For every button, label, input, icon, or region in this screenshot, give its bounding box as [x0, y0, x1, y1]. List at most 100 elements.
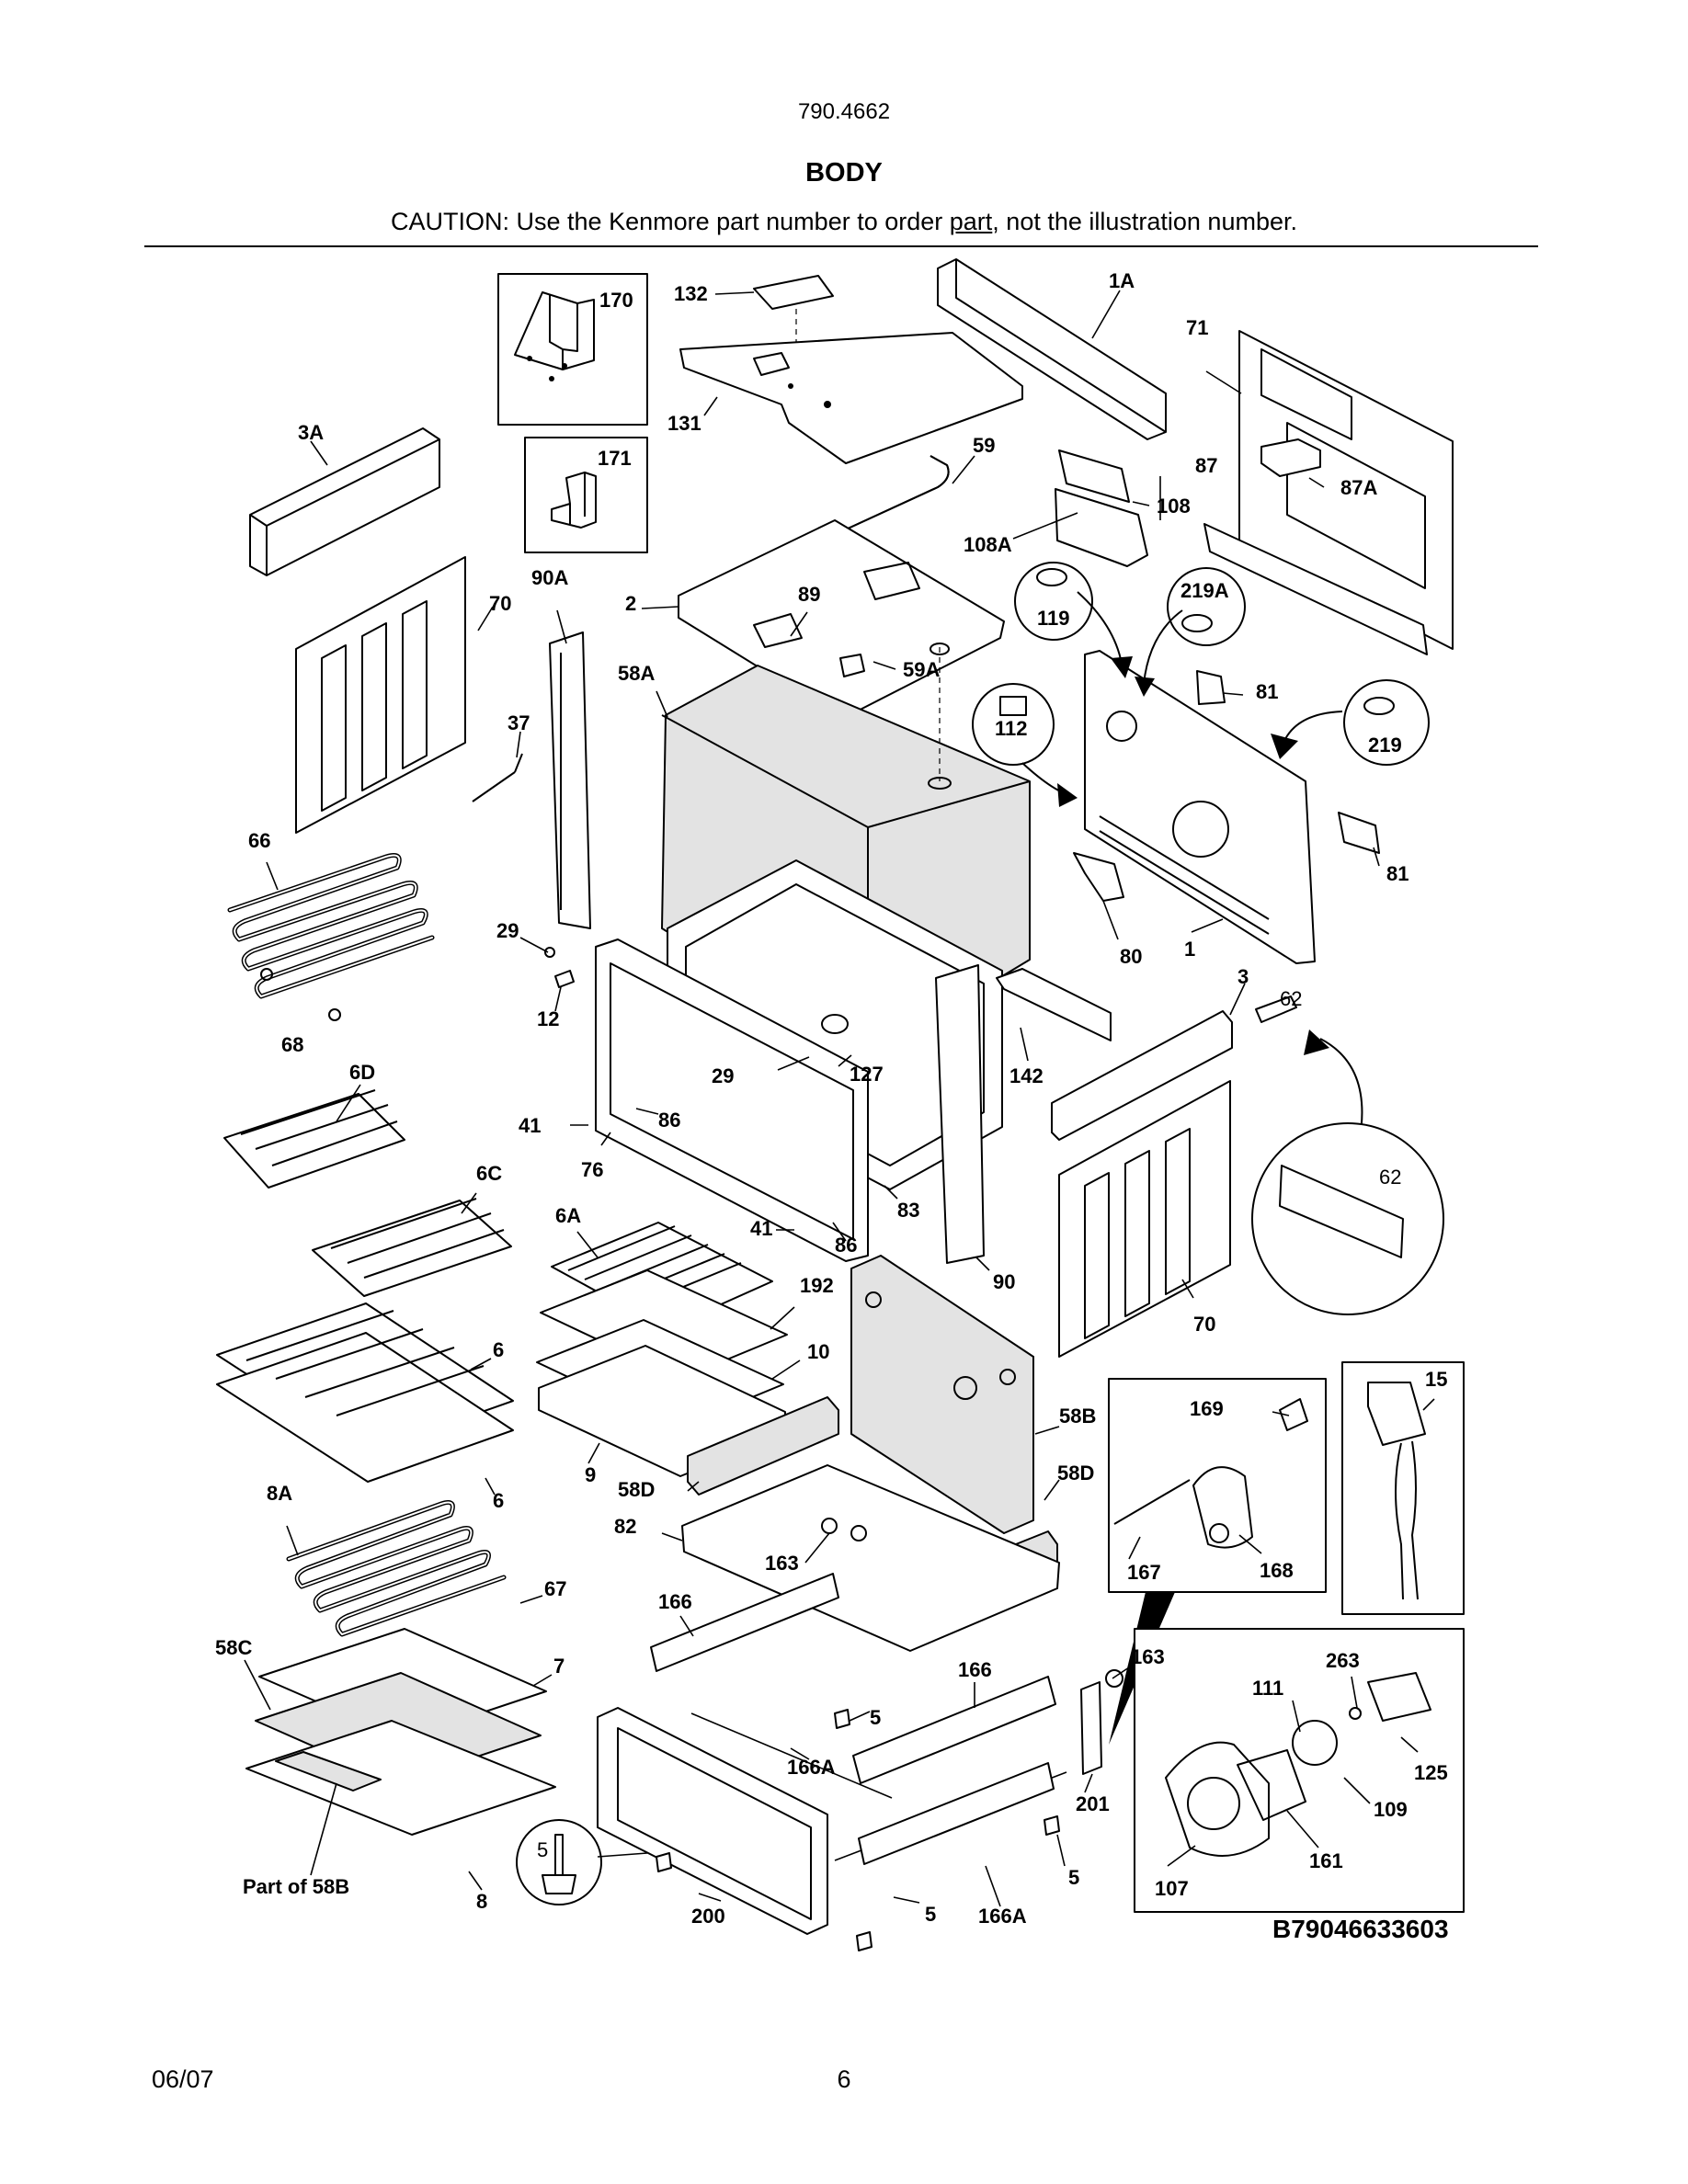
part-2-top-plate — [678, 519, 1005, 720]
label-70-upper: 70 — [489, 592, 511, 615]
part-3-bracket — [1051, 1010, 1233, 1141]
diagram-code: B79046633603 — [1272, 1915, 1449, 1943]
label-125: 125 — [1414, 1761, 1448, 1784]
label-170: 170 — [599, 289, 633, 312]
label-3A: 3A — [298, 421, 324, 444]
part-58B-insulation — [850, 1255, 1034, 1534]
label-81-upper: 81 — [1256, 680, 1278, 703]
label-6D: 6D — [349, 1061, 375, 1084]
part-1A-bracket — [937, 258, 1167, 440]
label-86-upper: 86 — [658, 1109, 680, 1132]
label-5-callout: 5 — [537, 1838, 548, 1861]
label-41-lower: 41 — [750, 1217, 772, 1240]
label-201: 201 — [1076, 1792, 1110, 1815]
label-80: 80 — [1120, 945, 1142, 968]
label-111: 111 — [1252, 1677, 1283, 1700]
label-71: 71 — [1186, 316, 1208, 339]
label-12: 12 — [537, 1007, 559, 1030]
part-201-bracket — [1080, 1681, 1102, 1775]
label-10: 10 — [807, 1340, 829, 1363]
label-107: 107 — [1155, 1877, 1189, 1900]
label-6-upper: 6 — [493, 1338, 504, 1361]
part-8-bottom-panel — [245, 1720, 556, 1836]
model-number: 790.4662 — [797, 99, 891, 124]
label-263: 263 — [1326, 1649, 1360, 1672]
part-166A-rails — [690, 1712, 1067, 1865]
label-68: 68 — [281, 1033, 303, 1056]
label-58B: 58B — [1059, 1405, 1096, 1428]
part-131-top-panel — [679, 332, 1023, 464]
part-58D-insulation-left — [687, 1396, 839, 1496]
label-59A: 59A — [903, 658, 940, 681]
part-90-strip — [935, 964, 985, 1264]
part-5-leveling-legs — [656, 1709, 1060, 1951]
part-37-sensor — [472, 753, 523, 802]
label-15: 15 — [1425, 1368, 1447, 1391]
part-81-bracket-upper — [1196, 670, 1226, 705]
label-5-lower: 5 — [925, 1903, 936, 1926]
inset-box-171 — [524, 437, 648, 553]
header-divider — [144, 245, 1538, 247]
part-68-clips — [260, 968, 341, 1021]
label-171: 171 — [598, 447, 632, 470]
label-81-lower: 81 — [1386, 862, 1409, 885]
callout-circle-5 — [516, 1819, 602, 1905]
label-112: 112 — [995, 717, 1028, 740]
label-6C: 6C — [476, 1162, 502, 1185]
label-108: 108 — [1157, 495, 1191, 518]
label-29-upper: 29 — [496, 919, 519, 942]
label-127: 127 — [850, 1063, 884, 1086]
part-108-block — [1058, 449, 1130, 503]
part-87A-bracket — [1260, 438, 1321, 477]
label-200: 200 — [691, 1905, 725, 1928]
part-6D-rack — [223, 1089, 405, 1189]
part-166-drawer-slide-right — [852, 1676, 1056, 1784]
label-90A: 90A — [531, 566, 568, 589]
part-labels: 132 1A 170 171 131 71 3A 59 87 87A 108 1… — [215, 269, 1449, 1943]
label-58D-right: 58D — [1057, 1462, 1094, 1484]
callout-circle-119 — [1014, 562, 1093, 641]
label-166A-left: 166A — [787, 1756, 836, 1779]
part-12-hinge-pin — [554, 970, 575, 988]
callout-circle-62 — [1251, 1122, 1444, 1315]
caution-underlined-word: part — [949, 208, 993, 235]
inset-box-170 — [497, 273, 648, 426]
label-58A: 58A — [618, 662, 655, 685]
label-167: 167 — [1127, 1561, 1161, 1584]
label-5-right: 5 — [1068, 1866, 1079, 1889]
label-166-left: 166 — [658, 1590, 692, 1613]
label-58C: 58C — [215, 1636, 252, 1659]
part-66-broil-element — [227, 853, 435, 999]
part-8A-bake-element — [286, 1500, 507, 1637]
inset-box-15 — [1341, 1361, 1465, 1615]
label-1A: 1A — [1109, 269, 1135, 292]
label-76: 76 — [581, 1158, 603, 1181]
callout-circle-219 — [1343, 679, 1430, 766]
label-163-right: 163 — [1131, 1645, 1165, 1668]
label-132: 132 — [674, 282, 708, 305]
label-166A-right: 166A — [978, 1905, 1027, 1928]
label-166-right: 166 — [958, 1658, 992, 1681]
part-127-fitting — [821, 1014, 849, 1034]
label-192: 192 — [800, 1274, 834, 1297]
label-58D-left: 58D — [618, 1478, 655, 1501]
part-71-rear-panel — [1238, 330, 1454, 650]
part-59A-bracket — [839, 654, 865, 677]
label-37: 37 — [508, 711, 530, 734]
label-6-lower: 6 — [493, 1489, 504, 1512]
part-70-side-panel-left — [295, 556, 466, 834]
part-80-bracket — [1073, 852, 1124, 902]
label-168: 168 — [1260, 1559, 1294, 1582]
label-part-of-58B: Part of 58B — [243, 1875, 349, 1898]
caution-text-start: CAUTION: Use the Kenmore part number to … — [391, 208, 950, 235]
label-5-upper: 5 — [870, 1706, 881, 1729]
inset-box-convection-fan — [1134, 1628, 1465, 1913]
label-90: 90 — [993, 1270, 1015, 1293]
label-87A: 87A — [1340, 476, 1377, 499]
callout-circle-112 — [972, 683, 1055, 766]
label-163-left: 163 — [765, 1552, 799, 1575]
label-89: 89 — [798, 583, 820, 606]
label-169: 169 — [1190, 1397, 1224, 1420]
label-66: 66 — [248, 829, 270, 852]
